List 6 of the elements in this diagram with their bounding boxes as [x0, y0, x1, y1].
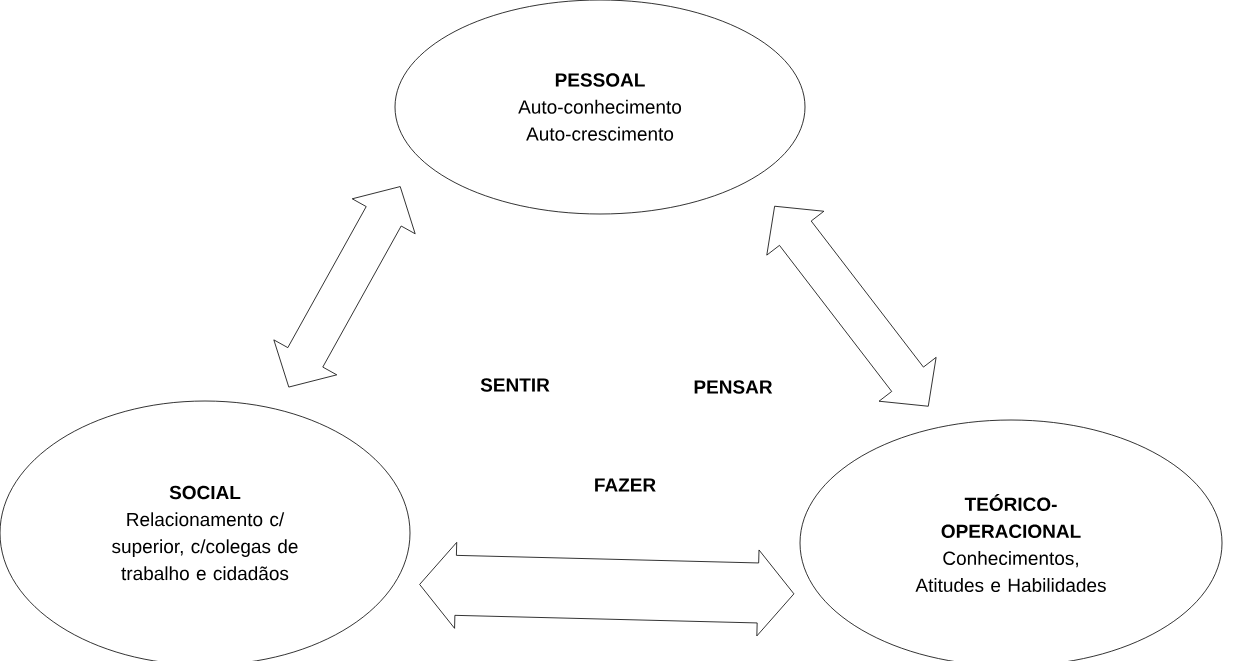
double-arrow: [766, 205, 937, 407]
double-arrow: [419, 541, 795, 637]
double-arrow: [273, 186, 416, 388]
verb-label: PENSAR: [694, 380, 773, 394]
verb-label: SENTIR: [480, 378, 550, 392]
verb-label: FAZER: [595, 478, 656, 492]
